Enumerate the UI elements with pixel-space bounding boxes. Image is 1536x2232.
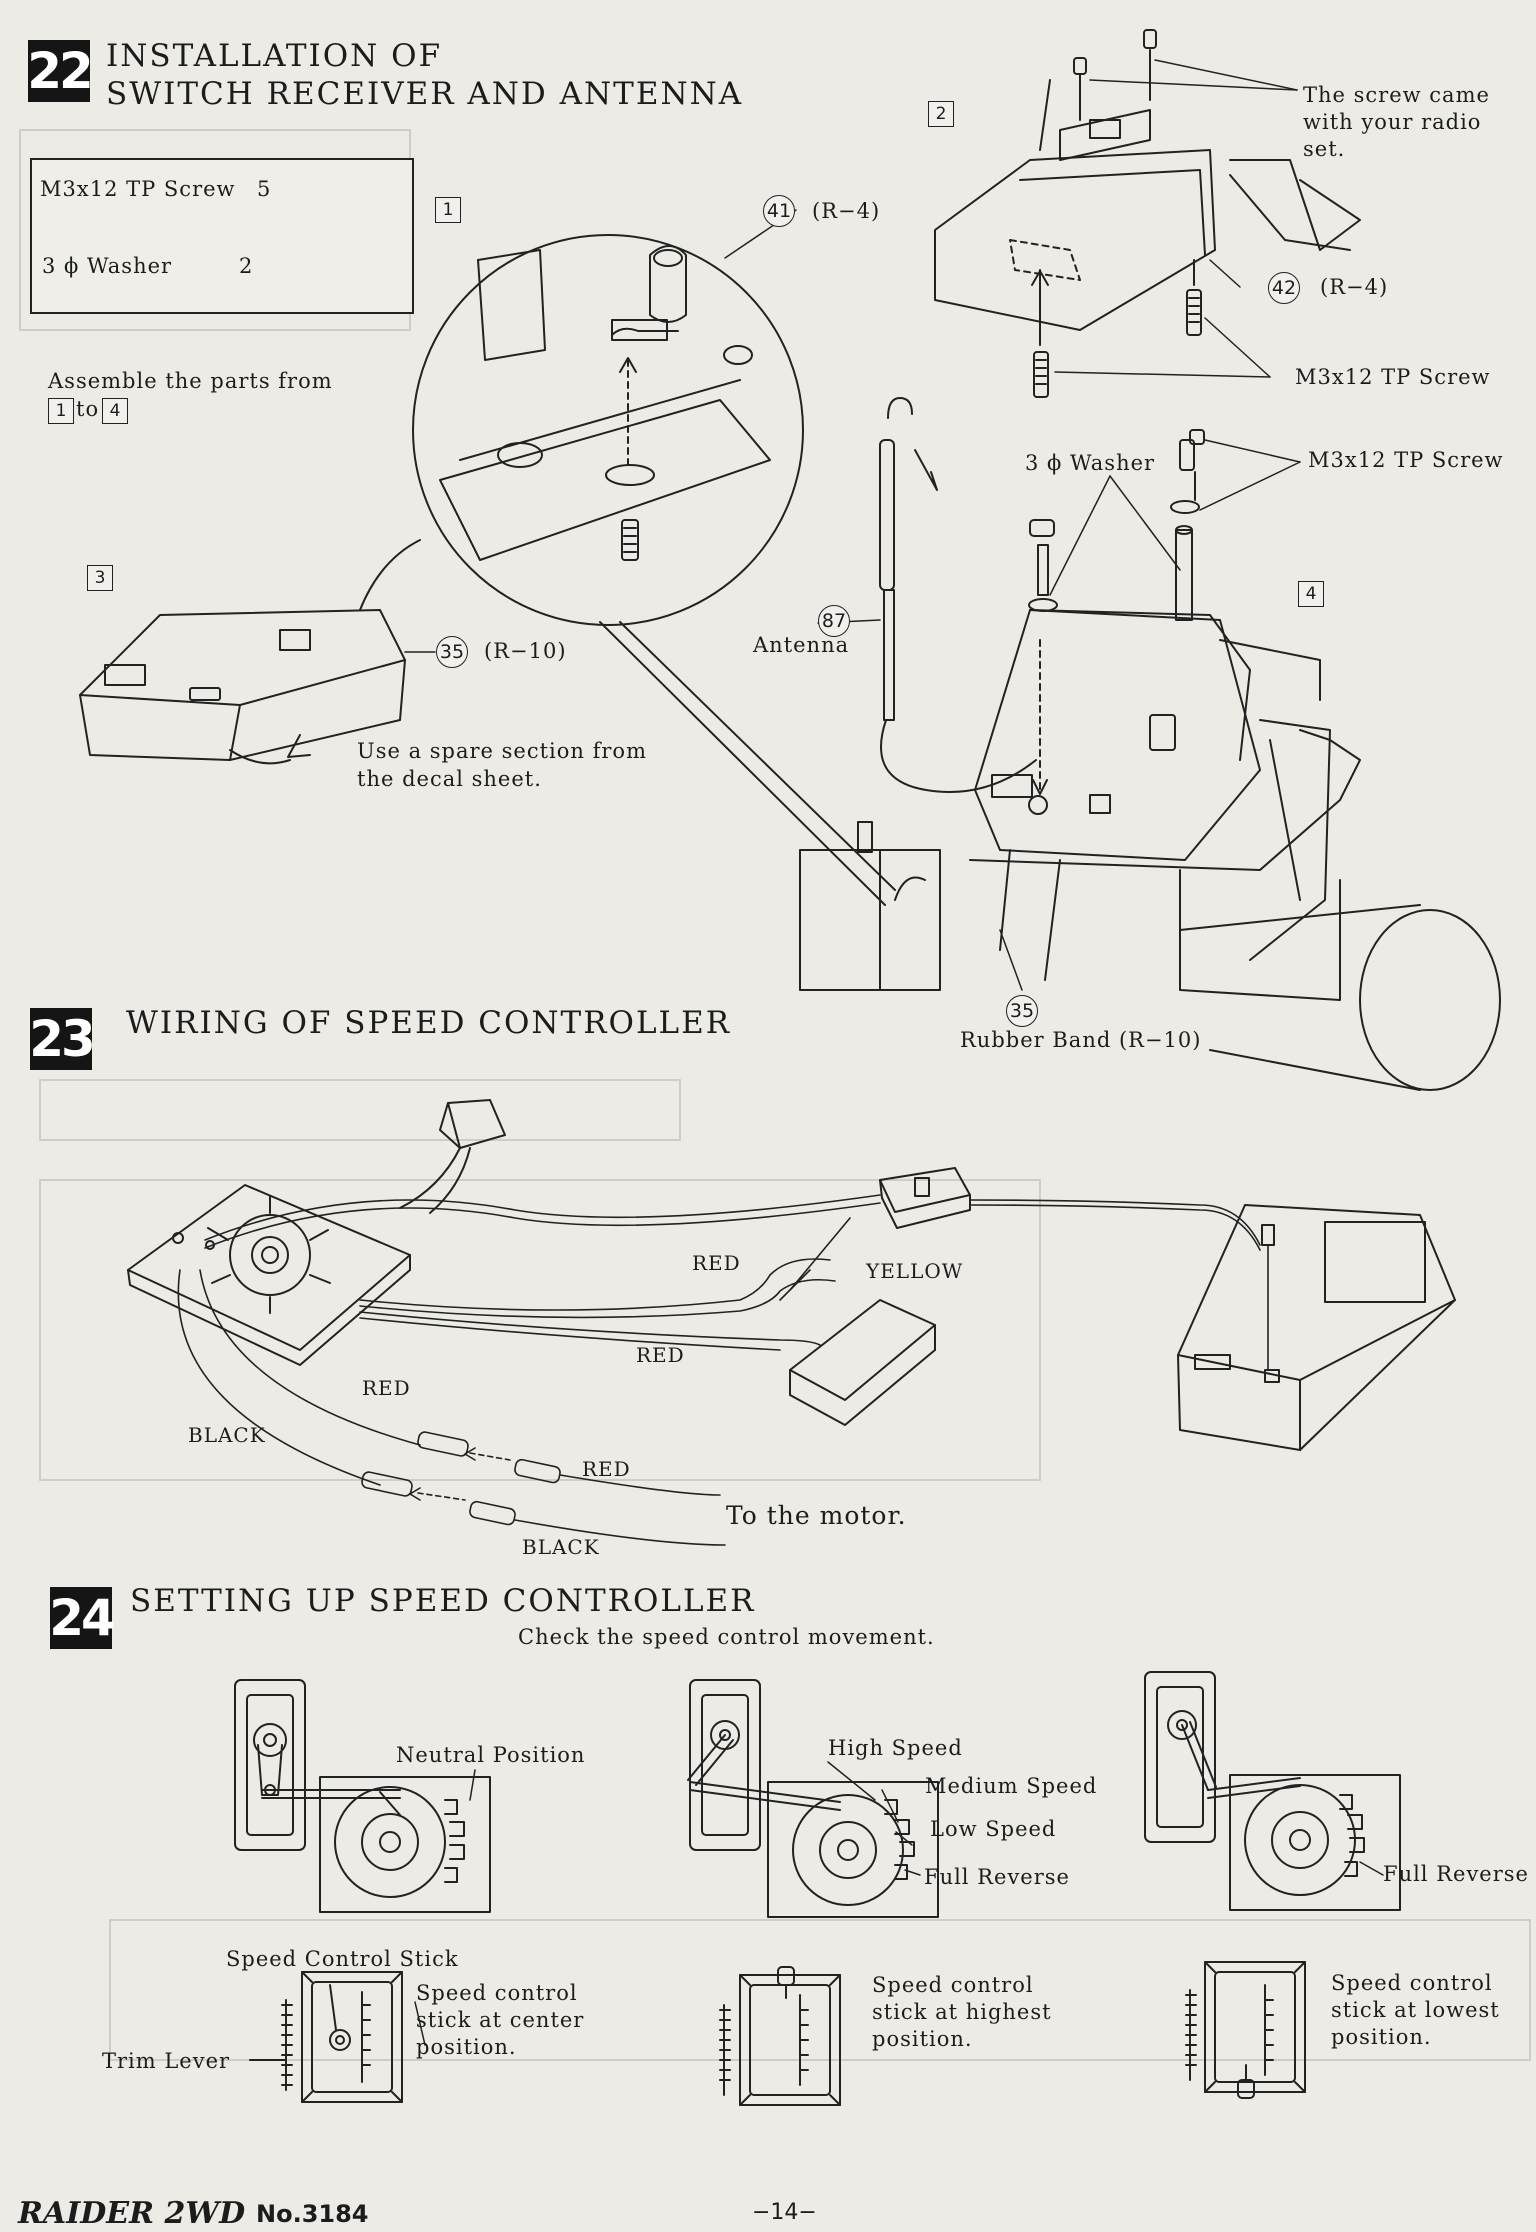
servo-high <box>687 1679 939 1918</box>
part-35-callout-b: 35 <box>1006 995 1038 1027</box>
center-note-line2: stick at center <box>416 2008 585 2032</box>
antenna-drawing <box>879 397 1037 793</box>
screw-radio-note-line3: set. <box>1303 137 1346 161</box>
wires <box>177 1194 1269 1546</box>
stick-center <box>249 1971 403 2103</box>
lowest-note-line2: stick at lowest <box>1331 1998 1500 2022</box>
part-42-ref: (R−4) <box>1320 275 1389 299</box>
wire-label-black-1: BLACK <box>188 1423 266 1447</box>
leader-lines-s24 <box>414 1761 1384 2046</box>
section-22-badge: 22 <box>27 40 94 102</box>
full-reverse-label-a: Full Reverse <box>924 1865 1070 1889</box>
part-35-ref-a: (R−10) <box>484 639 567 663</box>
assemble-note-from-box: 1 <box>48 398 74 424</box>
step4-chassis-drawing <box>799 429 1501 1091</box>
lowest-note-line3: position. <box>1331 2025 1432 2049</box>
stick-lowest <box>1185 1961 1306 2099</box>
section-24-badge: 24 <box>49 1587 116 1649</box>
footer-model-name: RAIDER 2WD <box>18 2196 246 2231</box>
rubber-band-label: Rubber Band (R−10) <box>960 1028 1202 1052</box>
antenna-label: Antenna <box>753 633 850 657</box>
step3-receiver-drawing <box>79 539 421 765</box>
part-name-screw: M3x12 TP Screw <box>40 177 236 201</box>
neutral-position-label: Neutral Position <box>396 1743 586 1767</box>
section-24-title: SETTING UP SPEED CONTROLLER <box>130 1583 756 1619</box>
part-qty-washer: 2 <box>239 254 254 278</box>
part-41-ref: (R−4) <box>812 199 881 223</box>
section-22-title-line1: INSTALLATION OF <box>106 38 443 74</box>
decal-note-line1: Use a spare section from <box>357 739 647 763</box>
decal-note-line2: the decal sheet. <box>357 767 542 791</box>
low-speed-label: Low Speed <box>930 1817 1057 1841</box>
m3x12-screw-label-a: M3x12 TP Screw <box>1295 365 1491 389</box>
m3x12-screw-label-b: M3x12 TP Screw <box>1308 448 1504 472</box>
highest-note-line2: stick at highest <box>872 2000 1052 2024</box>
section-24-subtitle: Check the speed control movement. <box>518 1625 935 1649</box>
resistor-block <box>789 1299 936 1426</box>
assemble-note: Assemble the parts from <box>48 369 333 393</box>
step-4-box: 4 <box>1298 581 1324 607</box>
step2-mount-drawing <box>934 29 1361 398</box>
highest-note-line3: position. <box>872 2027 973 2051</box>
section-23-badge: 23 <box>29 1008 96 1070</box>
part-name-washer: 3 ϕ Washer <box>42 254 173 278</box>
step-1-box: 1 <box>435 197 461 223</box>
part-41-callout: 41 <box>763 195 795 227</box>
assemble-note-to-word: to <box>76 397 100 421</box>
screw-radio-note-line2: with your radio <box>1303 110 1482 134</box>
medium-speed-label: Medium Speed <box>925 1774 1098 1798</box>
step-2-box: 2 <box>928 101 954 127</box>
to-motor-label: To the motor. <box>726 1501 907 1530</box>
washer-label: 3 ϕ Washer <box>1025 451 1156 475</box>
parts-list-box: M3x12 TP Screw 5 3 ϕ Washer 2 <box>30 158 414 314</box>
footer-page-number: −14− <box>752 2200 817 2225</box>
wire-label-yellow: YELLOW <box>866 1259 964 1283</box>
wire-label-red-1: RED <box>692 1251 741 1275</box>
battery-connector <box>399 1099 506 1214</box>
speed-controller-board <box>127 1184 411 1366</box>
receiver-box <box>1177 1204 1456 1451</box>
stick-highest <box>719 1966 841 2106</box>
part-35-callout-a: 35 <box>436 636 468 668</box>
part-42-callout: 42 <box>1268 272 1300 304</box>
highest-note-line1: Speed control <box>872 1973 1034 1997</box>
part-87-callout: 87 <box>818 605 850 637</box>
step-3-box: 3 <box>87 565 113 591</box>
servo-reverse <box>1144 1671 1401 1911</box>
assemble-note-to-box: 4 <box>102 398 128 424</box>
wire-label-red-2: RED <box>636 1343 685 1367</box>
lowest-note-line1: Speed control <box>1331 1971 1493 1995</box>
section-22-title-line2: SWITCH RECEIVER AND ANTENNA <box>106 76 744 112</box>
wire-label-black-2: BLACK <box>522 1535 600 1559</box>
wire-label-red-3: RED <box>362 1376 411 1400</box>
section-23-title: WIRING OF SPEED CONTROLLER <box>126 1005 732 1041</box>
step1-detail-circle <box>412 234 896 906</box>
servo-neutral <box>234 1679 491 1913</box>
trim-lever-label: Trim Lever <box>102 2049 231 2073</box>
part-qty-screw: 5 <box>257 177 272 201</box>
wire-label-red-4: RED <box>582 1457 631 1481</box>
center-note-line1: Speed control <box>416 1981 578 2005</box>
high-speed-label: High Speed <box>828 1736 963 1760</box>
switch-unit <box>879 1167 971 1229</box>
speed-control-stick-label: Speed Control Stick <box>226 1947 459 1971</box>
center-note-line3: position. <box>416 2035 517 2059</box>
full-reverse-label-b: Full Reverse <box>1383 1862 1529 1886</box>
footer-model-number: No.3184 <box>256 2200 369 2228</box>
screw-radio-note-line1: The screw came <box>1303 83 1490 107</box>
